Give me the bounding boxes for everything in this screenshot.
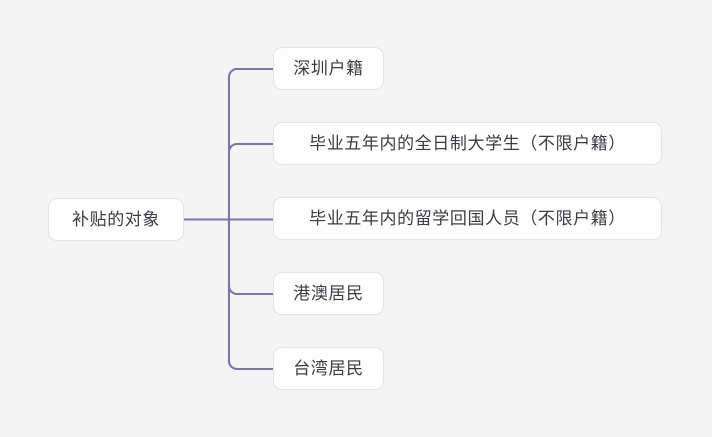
connector-branch-4 — [227, 360, 273, 371]
child-node-label: 台湾居民 — [293, 359, 364, 378]
connector-branch-0 — [227, 67, 273, 78]
mindmap-child-node-returned-overseas-student[interactable]: 毕业五年内的留学回国人员（不限户籍） — [273, 197, 662, 240]
connector-branch-3 — [227, 285, 273, 296]
mindmap-child-node-university-graduate[interactable]: 毕业五年内的全日制大学生（不限户籍） — [273, 122, 662, 165]
child-node-label: 深圳户籍 — [293, 59, 364, 78]
mindmap-child-node-shenzhen-hukou[interactable]: 深圳户籍 — [273, 47, 384, 90]
connector-branch-1 — [227, 142, 273, 153]
mindmap-child-node-hk-macau-resident[interactable]: 港澳居民 — [273, 272, 384, 315]
mindmap-root-node[interactable]: 补贴的对象 — [48, 198, 184, 241]
child-node-label: 毕业五年内的全日制大学生（不限户籍） — [309, 134, 626, 153]
mindmap-child-node-taiwan-resident[interactable]: 台湾居民 — [273, 347, 384, 390]
child-node-label: 毕业五年内的留学回国人员（不限户籍） — [309, 209, 626, 228]
child-node-label: 港澳居民 — [293, 284, 364, 303]
root-node-label: 补贴的对象 — [72, 210, 160, 229]
